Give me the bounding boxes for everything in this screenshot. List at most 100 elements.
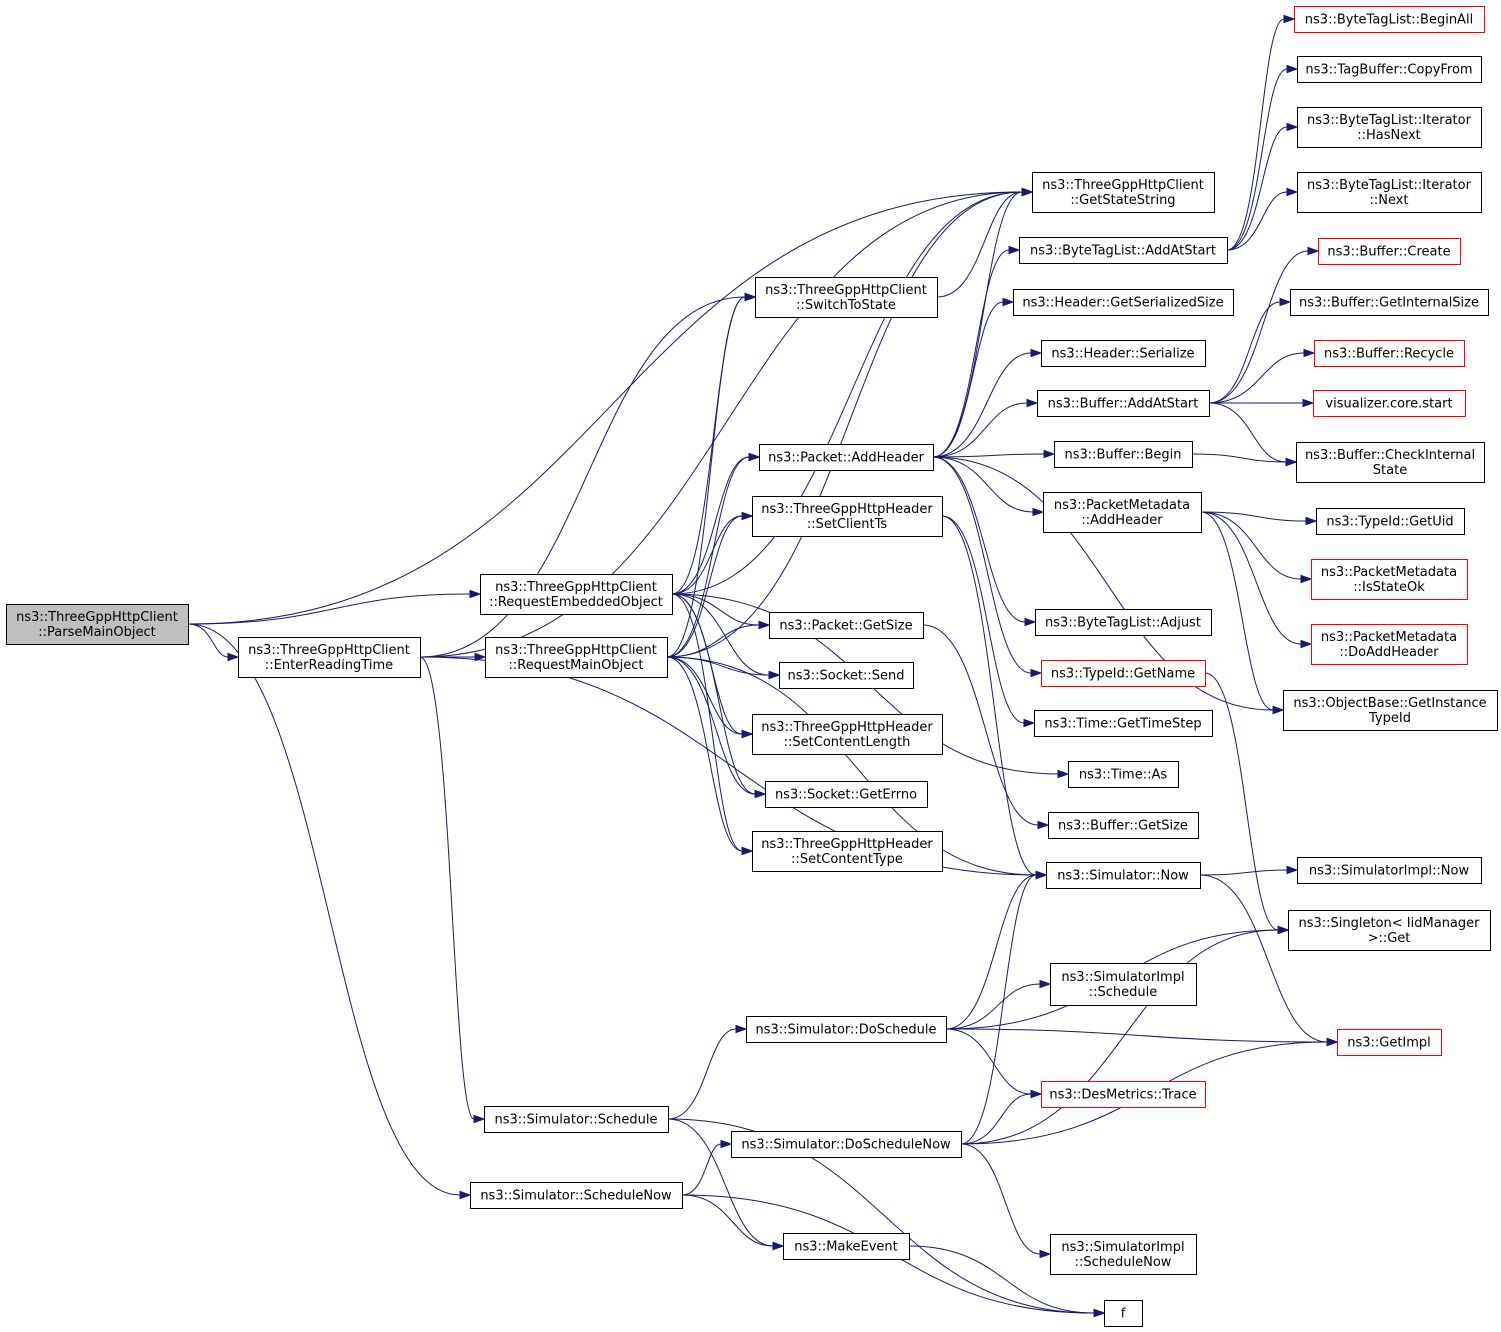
node-box[interactable] <box>1019 237 1228 264</box>
node-box[interactable] <box>470 1182 683 1209</box>
node-box[interactable] <box>1297 107 1482 148</box>
node-box[interactable] <box>1313 390 1466 417</box>
node-box[interactable] <box>1032 172 1215 213</box>
node-box[interactable] <box>1311 559 1468 600</box>
node-singleton-get[interactable]: ns3::Singleton< IidManager >::Get <box>1288 910 1491 951</box>
node-socket-errno[interactable]: ns3::Socket::GetErrno <box>765 781 928 808</box>
node-box[interactable] <box>1290 289 1489 316</box>
node-sim-schedule[interactable]: ns3::Simulator::Schedule <box>484 1106 669 1133</box>
node-tagbuffer-copy[interactable]: ns3::TagBuffer::CopyFrom <box>1297 56 1482 83</box>
node-box[interactable] <box>1316 508 1465 535</box>
node-box[interactable] <box>238 637 421 678</box>
node-box[interactable] <box>779 662 914 689</box>
node-box[interactable] <box>769 612 924 639</box>
node-box[interactable] <box>1043 492 1202 533</box>
node-buffer-add-at-start[interactable]: ns3::Buffer::AddAtStart <box>1037 390 1210 417</box>
node-box[interactable] <box>1048 812 1199 839</box>
node-f[interactable]: f <box>1104 1300 1143 1327</box>
node-box[interactable] <box>1314 340 1465 367</box>
node-buffer-begin[interactable]: ns3::Buffer::Begin <box>1054 441 1193 468</box>
node-box[interactable] <box>1035 609 1212 636</box>
node-simimpl-schedule[interactable]: ns3::SimulatorImpl::Schedule <box>1050 963 1197 1006</box>
node-simimpl-now[interactable]: ns3::SimulatorImpl::Now <box>1297 857 1482 884</box>
node-box[interactable] <box>1041 340 1206 367</box>
node-box[interactable] <box>6 604 189 645</box>
node-switch-state[interactable]: ns3::ThreeGppHttpClient::SwitchToState <box>755 277 938 318</box>
node-box[interactable] <box>480 574 673 615</box>
node-box[interactable] <box>1297 857 1482 884</box>
node-parse-main[interactable]: ns3::ThreeGppHttpClient::ParseMainObject <box>6 604 189 645</box>
node-box[interactable] <box>783 1233 910 1260</box>
node-box[interactable] <box>759 444 934 471</box>
node-box[interactable] <box>1034 710 1213 737</box>
node-box[interactable] <box>1037 390 1210 417</box>
node-box[interactable] <box>485 637 668 678</box>
node-box[interactable] <box>1296 442 1485 483</box>
node-box[interactable] <box>484 1106 669 1133</box>
node-packet-add-header[interactable]: ns3::Packet::AddHeader <box>759 444 934 471</box>
node-header-ser-size[interactable]: ns3::Header::GetSerializedSize <box>1013 289 1234 316</box>
node-simimpl-schedule-now[interactable]: ns3::SimulatorImpl::ScheduleNow <box>1050 1234 1197 1275</box>
node-box[interactable] <box>1318 238 1461 265</box>
node-box[interactable] <box>1041 1081 1206 1108</box>
node-box[interactable] <box>1046 862 1201 889</box>
node-sim-do-schedule[interactable]: ns3::Simulator::DoSchedule <box>746 1016 947 1043</box>
node-box[interactable] <box>752 831 943 872</box>
node-req-main[interactable]: ns3::ThreeGppHttpClient::RequestMainObje… <box>485 637 668 678</box>
node-enter-reading[interactable]: ns3::ThreeGppHttpClient::EnterReadingTim… <box>238 637 421 678</box>
node-btl-iter-hasnext[interactable]: ns3::ByteTagList::Iterator::HasNext <box>1297 107 1482 148</box>
node-box[interactable] <box>1068 761 1179 788</box>
node-req-embedded[interactable]: ns3::ThreeGppHttpClient::RequestEmbedded… <box>480 574 673 615</box>
node-set-content-length[interactable]: ns3::ThreeGppHttpHeader::SetContentLengt… <box>752 714 943 755</box>
node-box[interactable] <box>746 1016 947 1043</box>
node-buffer-get-size[interactable]: ns3::Buffer::GetSize <box>1048 812 1199 839</box>
node-box[interactable] <box>731 1131 962 1158</box>
node-box[interactable] <box>752 496 943 537</box>
node-buffer-recycle[interactable]: ns3::Buffer::Recycle <box>1314 340 1465 367</box>
node-sim-schedule-now[interactable]: ns3::Simulator::ScheduleNow <box>470 1182 683 1209</box>
node-pm-add-header[interactable]: ns3::PacketMetadata::AddHeader <box>1043 492 1202 533</box>
node-sim-now[interactable]: ns3::Simulator::Now <box>1046 862 1201 889</box>
node-header-serialize[interactable]: ns3::Header::Serialize <box>1041 340 1206 367</box>
node-box[interactable] <box>1297 56 1482 83</box>
node-get-state-string[interactable]: ns3::ThreeGppHttpClient::GetStateString <box>1032 172 1215 213</box>
node-btl-begin-all[interactable]: ns3::ByteTagList::BeginAll <box>1294 6 1485 33</box>
node-btl-add-at-start[interactable]: ns3::ByteTagList::AddAtStart <box>1019 237 1228 264</box>
node-box[interactable] <box>1041 660 1206 687</box>
node-sim-do-schedule-now[interactable]: ns3::Simulator::DoScheduleNow <box>731 1131 962 1158</box>
node-box[interactable] <box>1054 441 1193 468</box>
node-time-get-step[interactable]: ns3::Time::GetTimeStep <box>1034 710 1213 737</box>
node-set-client-ts[interactable]: ns3::ThreeGppHttpHeader::SetClientTs <box>752 496 943 537</box>
node-box[interactable] <box>1288 910 1491 951</box>
node-typeid-get-name[interactable]: ns3::TypeId::GetName <box>1041 660 1206 687</box>
node-pm-is-state-ok[interactable]: ns3::PacketMetadata::IsStateOk <box>1311 559 1468 600</box>
node-time-as[interactable]: ns3::Time::As <box>1068 761 1179 788</box>
node-box[interactable] <box>1050 963 1197 1006</box>
node-typeid-get-uid[interactable]: ns3::TypeId::GetUid <box>1316 508 1465 535</box>
node-box[interactable] <box>1104 1300 1143 1327</box>
node-make-event[interactable]: ns3::MakeEvent <box>783 1233 910 1260</box>
node-pm-do-add-header[interactable]: ns3::PacketMetadata::DoAddHeader <box>1311 624 1468 665</box>
node-socket-send[interactable]: ns3::Socket::Send <box>779 662 914 689</box>
node-box[interactable] <box>1294 6 1485 33</box>
node-box[interactable] <box>1283 690 1498 731</box>
node-box[interactable] <box>755 277 938 318</box>
node-box[interactable] <box>1337 1029 1442 1056</box>
node-box[interactable] <box>1050 1234 1197 1275</box>
node-vis-core-start[interactable]: visualizer.core.start <box>1313 390 1466 417</box>
node-buffer-internal-size[interactable]: ns3::Buffer::GetInternalSize <box>1290 289 1489 316</box>
node-buffer-create[interactable]: ns3::Buffer::Create <box>1318 238 1461 265</box>
node-box[interactable] <box>765 781 928 808</box>
node-packet-get-size[interactable]: ns3::Packet::GetSize <box>769 612 924 639</box>
node-get-impl[interactable]: ns3::GetImpl <box>1337 1029 1442 1056</box>
node-btl-iter-next[interactable]: ns3::ByteTagList::Iterator::Next <box>1297 172 1482 213</box>
node-btl-adjust[interactable]: ns3::ByteTagList::Adjust <box>1035 609 1212 636</box>
node-set-content-type[interactable]: ns3::ThreeGppHttpHeader::SetContentType <box>752 831 943 872</box>
node-box[interactable] <box>1311 624 1468 665</box>
node-box[interactable] <box>1297 172 1482 213</box>
node-des-trace[interactable]: ns3::DesMetrics::Trace <box>1041 1081 1206 1108</box>
node-box[interactable] <box>752 714 943 755</box>
node-box[interactable] <box>1013 289 1234 316</box>
